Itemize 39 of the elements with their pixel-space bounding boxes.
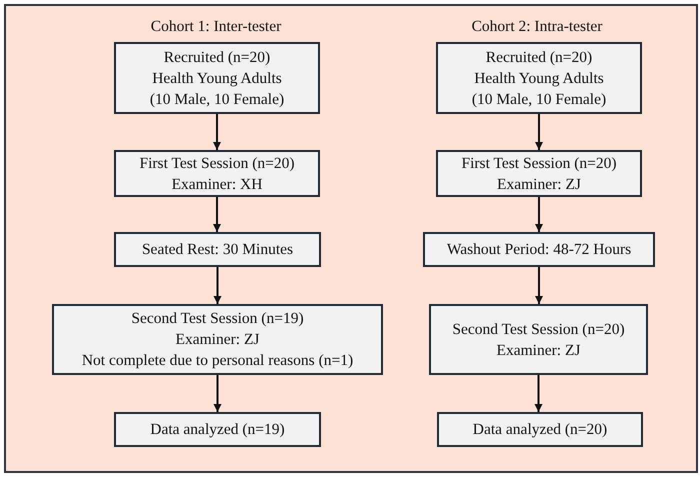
box-text: Second Test Session (n=19): [131, 309, 304, 329]
arrow: [535, 197, 543, 232]
process-box: [52, 304, 383, 375]
arrow: [534, 375, 542, 412]
column-heading: Cohort 2: Intra-tester: [472, 18, 602, 36]
process-box: [114, 412, 321, 447]
arrow: [535, 267, 543, 304]
arrow: [214, 267, 222, 304]
process-box: [114, 232, 321, 267]
box-text: Recruited (n=20): [486, 48, 592, 68]
process-box: [436, 42, 642, 114]
arrow: [213, 114, 221, 150]
arrow: [535, 114, 543, 150]
box-text: Data analyzed (n=20): [472, 420, 608, 440]
process-box: [429, 304, 648, 375]
box-text: Washout Period: 48-72 Hours: [446, 240, 632, 260]
box-text: Examiner: ZJ: [496, 340, 580, 360]
process-box: [114, 42, 320, 114]
process-box: [436, 150, 642, 197]
box-text: Examiner: ZJ: [176, 330, 260, 350]
box-text: Not complete due to personal reasons (n=1): [82, 351, 354, 371]
box-text: First Test Session (n=20): [139, 154, 295, 174]
box-text: Health Young Adults: [152, 68, 282, 88]
box-text: Examiner: XH: [172, 174, 262, 194]
process-box: [437, 412, 643, 447]
box-text: First Test Session (n=20): [461, 154, 617, 174]
box-text: (10 Male, 10 Female): [150, 90, 284, 110]
process-box: [423, 232, 655, 267]
box-text: (10 Male, 10 Female): [472, 90, 606, 110]
box-text: Second Test Session (n=20): [452, 320, 625, 340]
box-text: Data analyzed (n=19): [150, 420, 285, 440]
box-text: Health Young Adults: [474, 68, 604, 88]
arrow: [214, 375, 222, 412]
process-box: [114, 150, 320, 197]
box-text: Examiner: ZJ: [497, 174, 581, 194]
box-text: Seated Rest: 30 Minutes: [142, 240, 294, 260]
column-heading: Cohort 1: Inter-tester: [150, 18, 282, 36]
arrow: [213, 197, 221, 232]
box-text: Recruited (n=20): [164, 48, 270, 68]
